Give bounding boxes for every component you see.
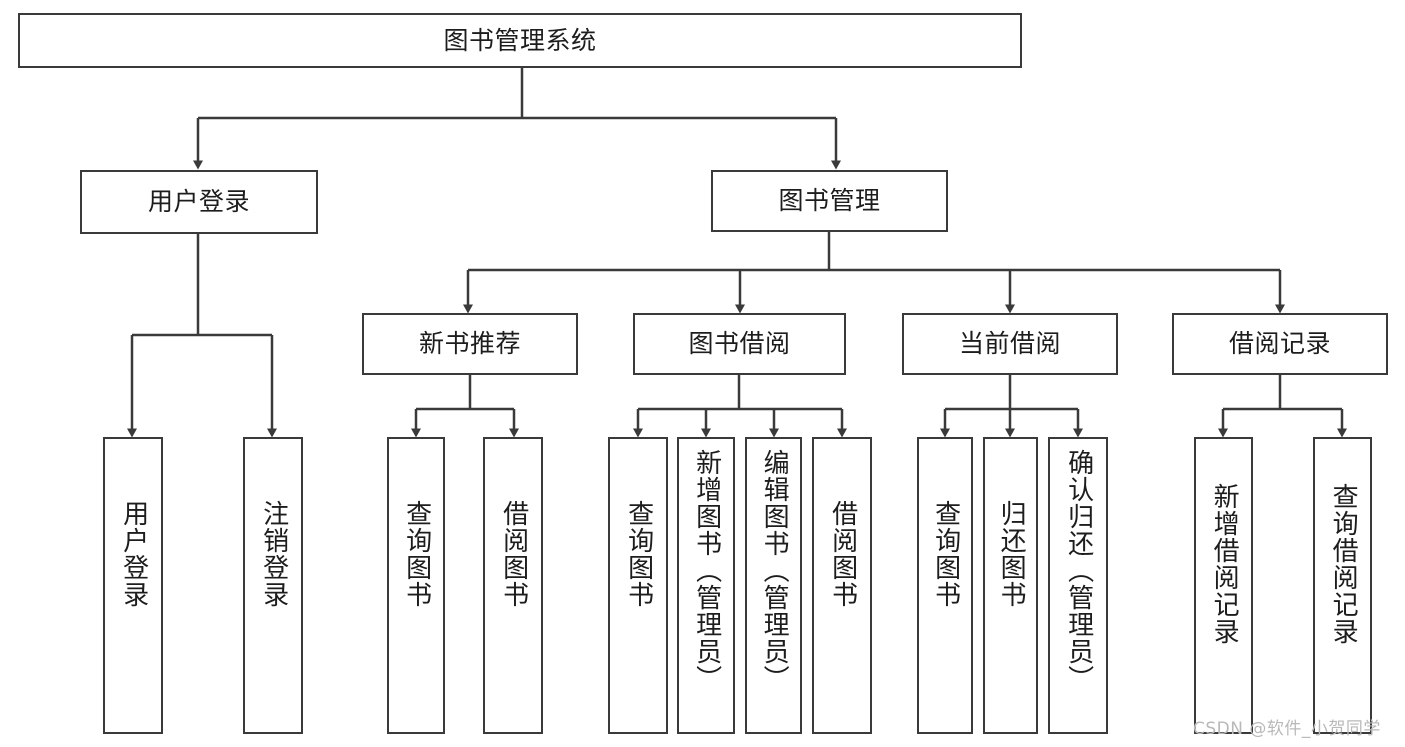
node-current-borrow[interactable]: 当前借阅: [902, 313, 1118, 375]
node-label: 用户登录: [147, 187, 250, 217]
node-leaf-confirm-return-admin[interactable]: 确认归还（管理员）: [1048, 437, 1108, 734]
node-book-borrow[interactable]: 图书借阅: [633, 313, 846, 375]
node-leaf-edit-book-admin[interactable]: 编辑图书（管理员）: [745, 437, 802, 734]
node-label: 当前借阅: [958, 329, 1061, 359]
node-label: 借阅图书: [498, 500, 529, 608]
node-label: 新增图书（管理员）: [691, 449, 722, 692]
node-label: 查询图书: [401, 500, 432, 608]
node-leaf-query-book-borrow[interactable]: 查询图书: [608, 437, 668, 734]
node-label: 图书管理: [778, 186, 881, 216]
node-new-book-recommend[interactable]: 新书推荐: [362, 313, 578, 375]
node-leaf-add-borrow-record[interactable]: 新增借阅记录: [1194, 437, 1253, 734]
node-label: 编辑图书（管理员）: [759, 449, 790, 692]
node-leaf-borrow-book[interactable]: 借阅图书: [812, 437, 872, 734]
node-user-login[interactable]: 用户登录: [80, 170, 318, 234]
node-label: 查询借阅记录: [1328, 483, 1359, 645]
node-leaf-user-login[interactable]: 用户登录: [103, 437, 163, 734]
watermark-text: CSDN @软件_小贺同学: [1193, 719, 1381, 739]
node-leaf-query-borrow-record[interactable]: 查询借阅记录: [1313, 437, 1372, 734]
node-label: 图书借阅: [688, 329, 791, 359]
node-label: 查询图书: [930, 500, 961, 608]
node-leaf-add-book-admin[interactable]: 新增图书（管理员）: [677, 437, 735, 734]
node-borrow-record[interactable]: 借阅记录: [1172, 313, 1388, 375]
node-root-system[interactable]: 图书管理系统: [18, 13, 1022, 68]
node-label: 借阅记录: [1228, 329, 1331, 359]
node-leaf-query-book-recommend[interactable]: 查询图书: [387, 437, 445, 734]
node-label: 查询图书: [623, 500, 654, 608]
node-leaf-return-book[interactable]: 归还图书: [983, 437, 1038, 734]
node-label: 图书管理系统: [443, 25, 597, 55]
node-leaf-borrow-book-recommend[interactable]: 借阅图书: [483, 437, 543, 734]
node-label: 归还图书: [996, 500, 1027, 608]
node-label: 注销登录: [258, 500, 289, 608]
node-leaf-query-book-current[interactable]: 查询图书: [917, 437, 973, 734]
node-label: 新书推荐: [418, 329, 521, 359]
node-book-management[interactable]: 图书管理: [711, 170, 948, 232]
node-leaf-logout[interactable]: 注销登录: [243, 437, 303, 734]
node-label: 借阅图书: [827, 500, 858, 608]
node-label: 用户登录: [118, 500, 149, 608]
node-label: 新增借阅记录: [1209, 483, 1240, 645]
node-label: 确认归还（管理员）: [1063, 449, 1094, 692]
